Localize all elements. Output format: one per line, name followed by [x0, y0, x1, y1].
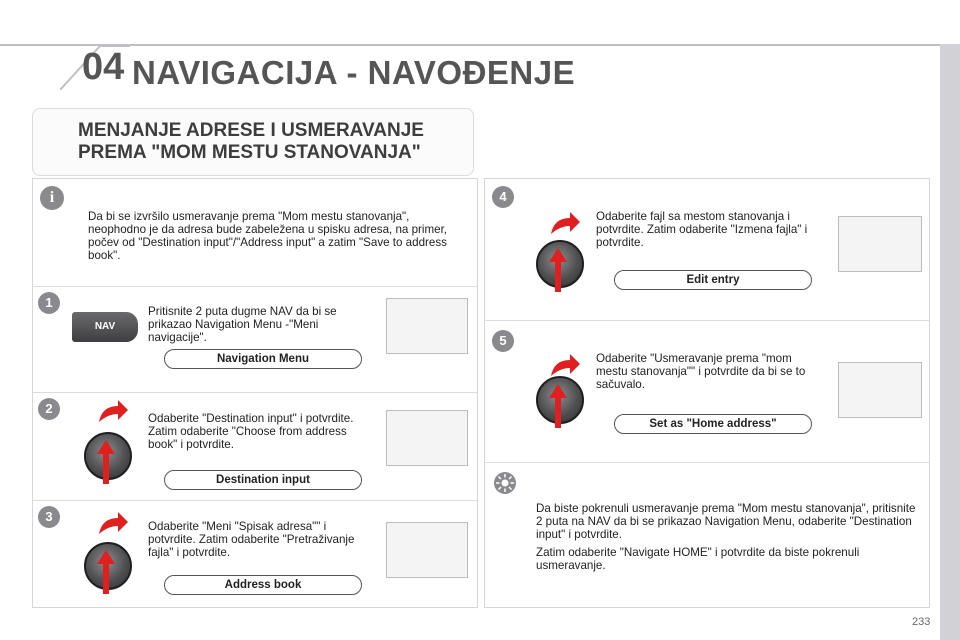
radio-panel-thumbnail [386, 522, 468, 578]
nav-button-icon: NAV [72, 312, 138, 342]
step-text: Odaberite "Meni "Spisak adresa"" i potvr… [148, 520, 355, 559]
curved-arrow-icon [551, 212, 580, 234]
curved-arrow-icon [99, 512, 128, 534]
page-title: NAVIGACIJA - NAVOĐENJE [132, 54, 576, 91]
divider [484, 320, 930, 321]
sun-tip-icon [494, 472, 516, 494]
info-text: Da bi se izvršilo usmeravanje prema "Mom… [88, 210, 448, 262]
curved-arrow-icon [551, 354, 580, 376]
side-strip [940, 44, 960, 640]
menu-label-pill: Set as "Home address" [614, 414, 812, 434]
divider [484, 462, 930, 463]
step-number: 2 [38, 398, 60, 420]
menu-label-pill: Address book [164, 575, 362, 595]
radio-panel-thumbnail [386, 410, 468, 466]
chapter-tab-shape [60, 45, 130, 90]
step-text: Odaberite "Usmeravanje prema "mom mestu … [596, 352, 806, 391]
radio-panel-thumbnail [386, 298, 468, 354]
section-title-box [32, 108, 474, 176]
divider [32, 286, 478, 287]
radio-panel-thumbnail [838, 216, 922, 272]
tip-text: Da biste pokrenuli usmeravanje prema "Mo… [536, 502, 916, 541]
divider [32, 500, 478, 501]
step-number: 3 [38, 506, 60, 528]
divider [32, 392, 478, 393]
section-title: MENJANJE ADRESE I USMERAVANJE PREMA "MOM… [78, 120, 424, 163]
page-number: 233 [912, 616, 931, 628]
step-number: 1 [38, 292, 60, 314]
chapter-number: 04 [82, 46, 125, 88]
step-number: 4 [492, 186, 514, 208]
header-rule [0, 44, 940, 46]
arrow-up-icon [549, 384, 567, 428]
menu-label-pill: Edit entry [614, 270, 812, 290]
arrow-up-icon [97, 550, 115, 594]
radio-panel-thumbnail [838, 362, 922, 418]
step-text: Odaberite fajl sa mestom stanovanja i po… [596, 210, 808, 249]
curved-arrow-icon [99, 400, 128, 422]
step-text: Odaberite "Destination input" i potvrdit… [148, 412, 354, 451]
info-icon: i [40, 186, 64, 210]
arrow-up-icon [97, 440, 115, 484]
menu-label-pill: Navigation Menu [164, 349, 362, 369]
arrow-up-icon [549, 248, 567, 292]
step-number: 5 [492, 330, 514, 352]
menu-label-pill: Destination input [164, 470, 362, 490]
step-text: Pritisnite 2 puta dugme NAV da bi se pri… [148, 305, 337, 344]
tip-text-2: Zatim odaberite "Navigate HOME" i potvrd… [536, 546, 860, 572]
